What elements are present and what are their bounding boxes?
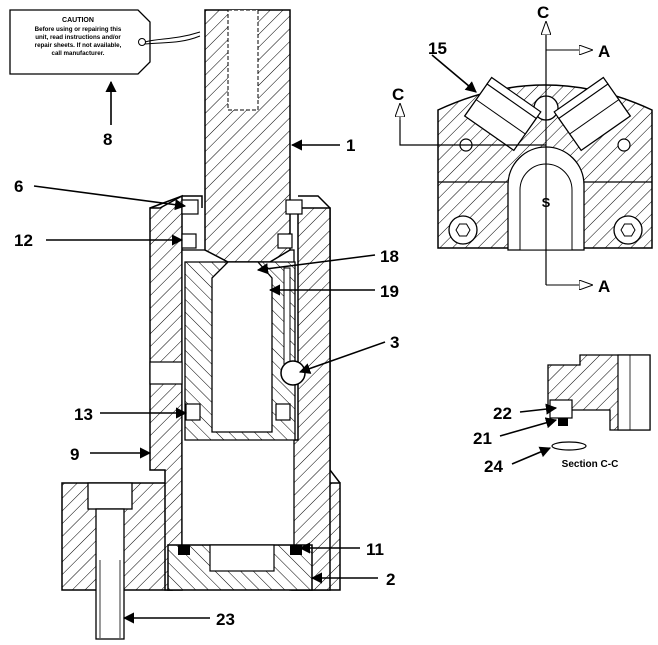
callout-22: 22	[493, 404, 512, 423]
callout-3: 3	[390, 333, 399, 352]
leader-15	[431, 54, 477, 93]
callout-9: 9	[70, 445, 79, 464]
check-ball	[280, 360, 306, 386]
oring-lower-right	[275, 403, 291, 421]
leader-18	[256, 254, 376, 275]
oring-upper-left	[181, 233, 197, 249]
section-c-c-title: Section C-C	[562, 459, 619, 470]
wiper-seal-right	[285, 199, 303, 215]
caution-tag-line-1: Before using or repairing this	[35, 26, 122, 33]
end-cap-seal-left	[178, 545, 190, 555]
callout-8: 8	[103, 130, 112, 149]
oil-passage	[283, 267, 291, 369]
wiper-seal-left	[181, 199, 199, 215]
callout-18: 18	[380, 247, 399, 266]
caution-tag-line-3: repair sheets. If not available,	[35, 42, 122, 49]
caution-tag-outline	[9, 9, 151, 75]
callout-6: 6	[14, 177, 23, 196]
top-view: S 15 C C A A	[392, 3, 653, 296]
section-label-c-top: C	[537, 3, 549, 22]
end-cap-seal-right	[290, 545, 302, 555]
caution-tag-title: CAUTION	[62, 17, 94, 24]
callout-labels: 1 6 8 12 18 19 3 13 9 11 2 23	[14, 130, 399, 629]
caution-tag-eyelet	[138, 38, 146, 46]
section-c-c-detail: 22 21 24 Section C-C	[473, 354, 651, 476]
section-label-a-bottom: A	[598, 277, 610, 296]
caution-tag: CAUTION Before using or repairing this u…	[9, 9, 201, 75]
fitting-right	[553, 76, 632, 152]
plunger-thread-hole	[227, 9, 259, 111]
callout-23: 23	[216, 610, 235, 629]
callout-1: 1	[346, 136, 355, 155]
piston-cavity	[211, 261, 273, 433]
section-label-a-top: A	[598, 42, 610, 61]
side-port-fitting	[149, 361, 183, 385]
side-screw-right	[617, 138, 631, 152]
leader-lines	[33, 80, 386, 624]
caution-tag-line-2: unit, read instructions and/or	[35, 34, 121, 41]
hex-bolt-left-socket	[455, 223, 471, 237]
leader-6	[33, 185, 187, 211]
callout-12: 12	[14, 231, 33, 250]
callout-13: 13	[74, 405, 93, 424]
leader-24	[511, 446, 552, 465]
callout-19: 19	[380, 282, 399, 301]
callout-11: 11	[366, 540, 384, 559]
caution-tag-line-4: call manufacturer.	[52, 50, 105, 57]
callout-2: 2	[386, 570, 395, 589]
section-label-c-left: C	[392, 85, 404, 104]
section-c-bore	[617, 354, 651, 431]
leader-21	[499, 417, 558, 437]
callout-24: 24	[484, 457, 503, 476]
hex-bolt-right-socket	[620, 223, 636, 237]
leader-3	[298, 341, 386, 374]
oring-upper-right	[277, 233, 293, 249]
callout-15: 15	[428, 39, 447, 58]
cylinder-cross-section	[61, 9, 341, 640]
callout-21: 21	[473, 429, 492, 448]
oring-lower-left	[185, 403, 201, 421]
mounting-bolt-head	[87, 482, 133, 510]
section-line-c	[399, 120, 546, 146]
fitting-left	[463, 76, 542, 152]
leader-22	[519, 403, 558, 415]
section-c-fitting-tip	[558, 418, 568, 426]
section-c-oring	[551, 441, 587, 451]
caution-tag-wire	[144, 31, 201, 45]
end-cap-recess	[209, 544, 275, 572]
mounting-bolt-shank	[95, 508, 125, 640]
